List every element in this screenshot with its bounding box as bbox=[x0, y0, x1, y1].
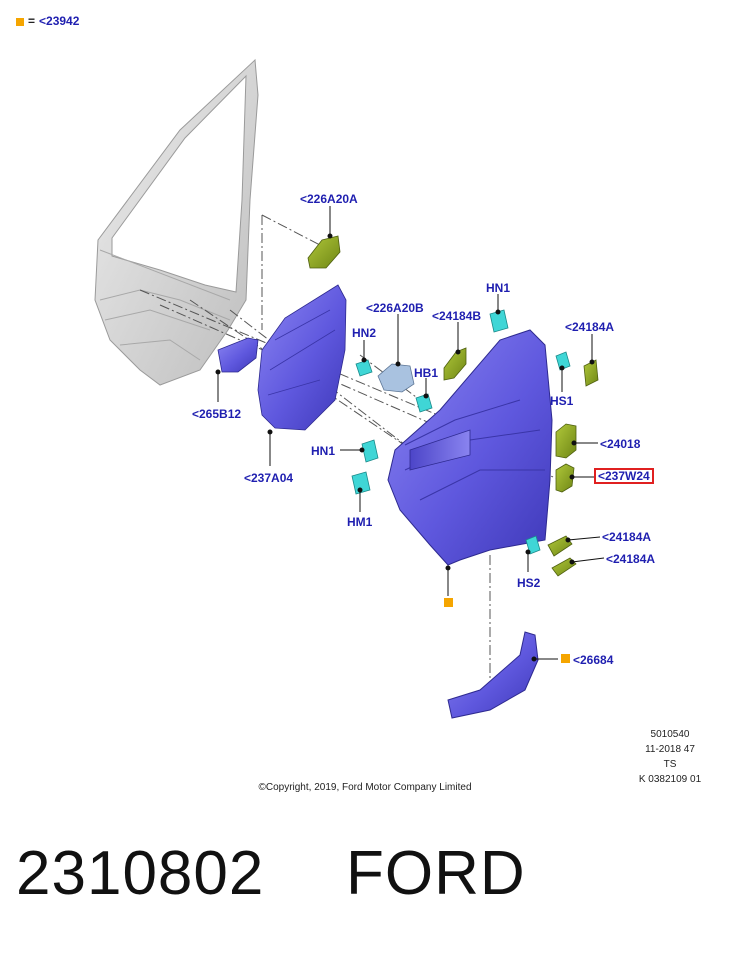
callout-24184A-b: <24184A bbox=[606, 552, 656, 566]
callout-HS1: HS1 bbox=[550, 394, 574, 408]
callout-HM1: HM1 bbox=[347, 515, 373, 529]
brand-name: FORD bbox=[346, 839, 526, 908]
callout-26684: <26684 bbox=[573, 653, 614, 667]
fastener-HS1 bbox=[555, 351, 571, 371]
bracket-226A20B bbox=[377, 363, 415, 393]
callout-HS2: HS2 bbox=[517, 576, 541, 590]
reference-line-1: 5010540 bbox=[650, 729, 690, 740]
fastener-HS2 bbox=[525, 535, 541, 555]
callout-24018: <24018 bbox=[600, 437, 641, 451]
fastener-HM1 bbox=[351, 471, 371, 495]
callout-226A20B: <226A20B bbox=[366, 301, 424, 315]
legend: =<23942 bbox=[16, 14, 79, 28]
callout-24184A-top: <24184A bbox=[565, 320, 615, 334]
legend-equals: = bbox=[28, 14, 36, 28]
insulator-panel-237A04 bbox=[257, 284, 347, 431]
legend-text: <23942 bbox=[39, 14, 80, 28]
bracket-226A20A bbox=[307, 235, 341, 269]
callout-237W24-highlighted: <237W24 bbox=[594, 468, 654, 484]
callout-24184A-a: <24184A bbox=[602, 530, 652, 544]
door-frame bbox=[94, 58, 259, 386]
fastener-HN1-mid bbox=[361, 439, 379, 463]
bracket-237W24 bbox=[555, 463, 575, 493]
orange-square-icon bbox=[16, 17, 24, 26]
orange-marker-icon bbox=[444, 598, 453, 607]
map-pocket-26684 bbox=[447, 631, 539, 719]
callout-265B12: <265B12 bbox=[192, 407, 242, 421]
callout-HN1-top: HN1 bbox=[486, 281, 511, 295]
callout-24184B: <24184B bbox=[432, 309, 482, 323]
reference-line-3: TS bbox=[663, 759, 677, 770]
copyright-text: ©Copyright, 2019, Ford Motor Company Lim… bbox=[258, 782, 472, 793]
callout-226A20A: <226A20A bbox=[300, 192, 358, 206]
door-trim-panel bbox=[387, 329, 553, 566]
bracket-24018 bbox=[555, 423, 577, 459]
reference-line-2: 11-2018 47 bbox=[645, 744, 695, 755]
reference-line-4: K 0382109 01 bbox=[638, 774, 702, 785]
leader-lines bbox=[215, 206, 605, 662]
trim-piece-265B12 bbox=[217, 337, 259, 373]
cyan-fasteners bbox=[351, 309, 571, 555]
callout-HN1-mid: HN1 bbox=[311, 444, 336, 458]
part-number: 2310802 bbox=[16, 839, 265, 908]
orange-marker-icon bbox=[561, 654, 570, 663]
callout-HB1: HB1 bbox=[414, 366, 439, 380]
callout-HN2: HN2 bbox=[352, 326, 377, 340]
callout-237A04: <237A04 bbox=[244, 471, 294, 485]
bracket-24184B bbox=[443, 347, 467, 381]
